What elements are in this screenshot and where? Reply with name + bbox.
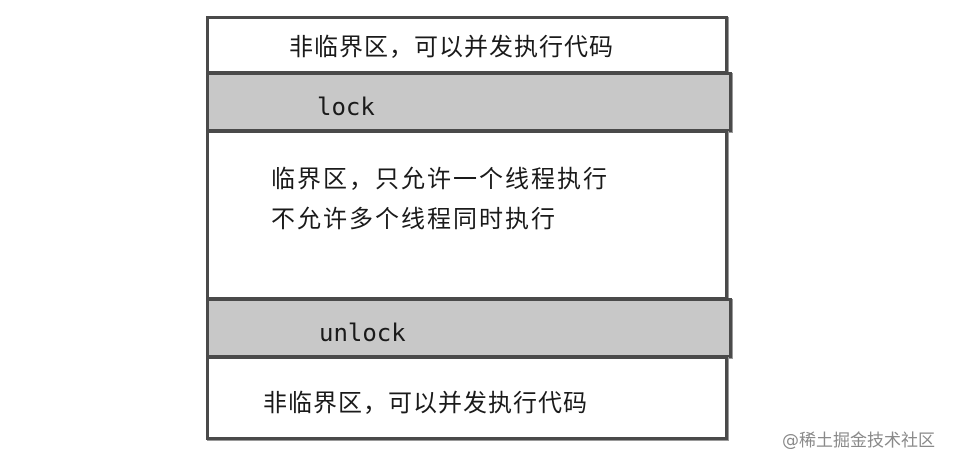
- unlock-label: unlock: [319, 319, 406, 347]
- non-critical-section-top: 非临界区，可以并发执行代码: [206, 16, 728, 74]
- critical-section-diagram: 非临界区，可以并发执行代码 lock 临界区，只允许一个线程执行 不允许多个线程…: [206, 16, 732, 440]
- non-critical-section-bottom: 非临界区，可以并发执行代码: [206, 356, 728, 440]
- lock-label: lock: [317, 93, 375, 121]
- critical-section: 临界区，只允许一个线程执行 不允许多个线程同时执行: [206, 130, 728, 300]
- unlock-section: unlock: [206, 298, 732, 358]
- non-critical-section-top-label: 非临界区，可以并发执行代码: [289, 33, 614, 61]
- non-critical-section-bottom-label: 非临界区，可以并发执行代码: [263, 389, 588, 417]
- critical-section-label-line2: 不允许多个线程同时执行: [271, 205, 557, 233]
- lock-section: lock: [206, 72, 732, 132]
- watermark: @稀土掘金技术社区: [782, 431, 935, 451]
- critical-section-label-line1: 临界区，只允许一个线程执行: [271, 165, 609, 193]
